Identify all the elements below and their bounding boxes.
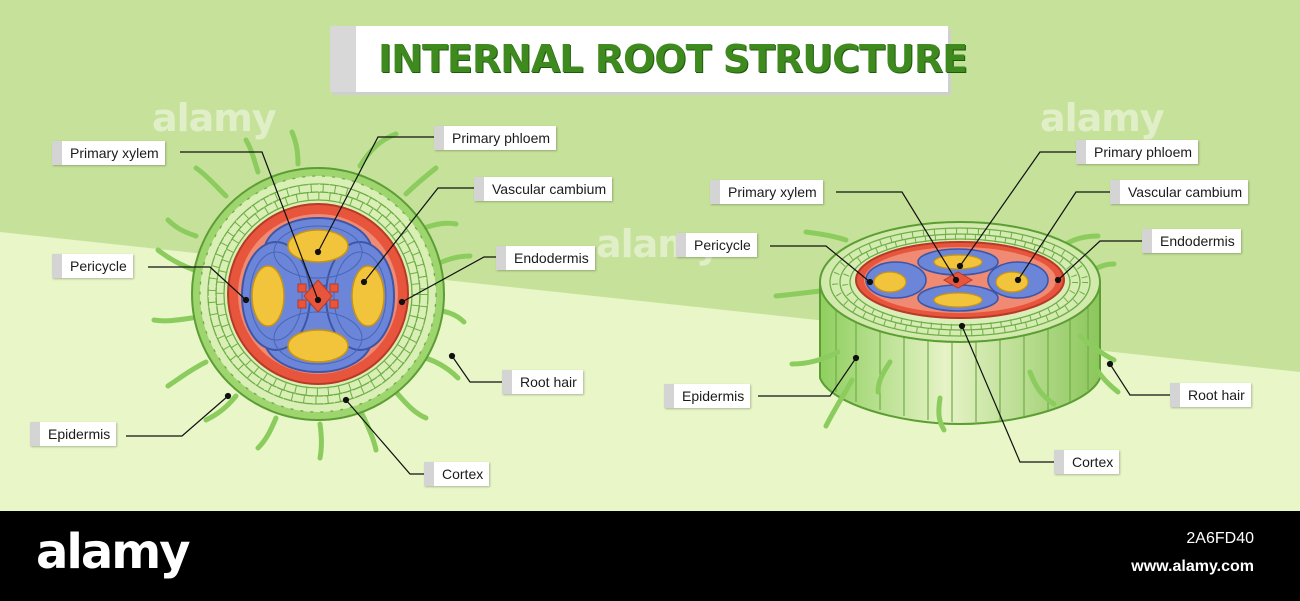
left-root-cross-section	[151, 129, 473, 461]
leader-left-root-hair	[451, 355, 502, 383]
right-root-hairs-front	[789, 333, 1121, 433]
label-right-vascular-cambium: Vascular cambium	[1110, 180, 1249, 204]
dot-right-epidermis	[852, 354, 860, 362]
dot-left-endodermis	[398, 298, 406, 306]
dot-right-primary-phloem	[956, 262, 964, 270]
title-banner: INTERNAL ROOT STRUCTURE	[330, 26, 968, 92]
leader-right-epidermis	[758, 357, 857, 397]
left-leader-lines	[126, 136, 502, 475]
left-primary-xylem	[297, 279, 339, 313]
label-left-pericycle: Pericycle	[52, 254, 133, 278]
dot-left-vascular-cambium	[360, 278, 368, 286]
left-primary-phloem	[251, 229, 385, 363]
leader-left-epidermis	[126, 395, 229, 437]
leader-right-pericycle	[770, 245, 871, 283]
watermark: alamy	[152, 96, 277, 140]
dot-left-root-hair	[448, 352, 456, 360]
page-title: INTERNAL ROOT STRUCTURE	[378, 37, 968, 81]
watermark: alamy	[1040, 96, 1165, 140]
label-left-primary-phloem: Primary phloem	[434, 126, 557, 150]
label-right-endodermis: Endodermis	[1142, 229, 1241, 253]
right-leader-lines	[758, 151, 1170, 463]
leader-left-endodermis	[401, 256, 496, 303]
leader-left-primary-phloem	[317, 136, 434, 253]
label-right-primary-phloem: Primary phloem	[1076, 140, 1199, 164]
dot-right-root-hair	[1106, 360, 1114, 368]
label-left-vascular-cambium: Vascular cambium	[474, 177, 613, 201]
label-left-cortex: Cortex	[424, 462, 490, 486]
leader-left-vascular-cambium	[363, 187, 474, 283]
leader-left-cortex	[345, 399, 424, 475]
dot-right-cortex	[958, 322, 966, 330]
leader-left-pericycle	[148, 266, 247, 301]
label-right-cortex: Cortex	[1054, 450, 1120, 474]
dot-left-epidermis	[224, 392, 232, 400]
leader-right-endodermis	[1057, 240, 1144, 281]
dot-left-cortex	[342, 396, 350, 404]
leader-right-cortex	[961, 325, 1056, 463]
dot-right-vascular-cambium	[1014, 276, 1022, 284]
dot-left-pericycle	[242, 296, 250, 304]
label-left-epidermis: Epidermis	[30, 422, 117, 446]
dot-right-endodermis	[1054, 276, 1062, 284]
leader-right-primary-phloem	[959, 151, 1078, 267]
footer-brand-logo: alamy	[36, 524, 191, 580]
leader-left-primary-xylem	[180, 151, 319, 301]
leader-right-vascular-cambium	[1017, 191, 1112, 281]
left-vascular-cells	[249, 225, 387, 365]
leader-right-root-hair	[1109, 363, 1170, 396]
title-tab	[330, 26, 356, 92]
label-right-root-hair: Root hair	[1170, 383, 1251, 407]
label-right-primary-xylem: Primary xylem	[710, 180, 823, 204]
dot-right-pericycle	[866, 278, 874, 286]
dot-left-primary-phloem	[314, 248, 322, 256]
footer-bar	[0, 511, 1300, 601]
leader-right-primary-xylem	[836, 191, 957, 281]
label-right-epidermis: Epidermis	[664, 384, 751, 408]
label-left-primary-xylem: Primary xylem	[52, 141, 165, 165]
footer-image-code: 2A6FD40	[1186, 530, 1254, 547]
right-root-3d-section	[773, 221, 1121, 433]
footer-url: www.alamy.com	[1131, 558, 1254, 575]
right-primary-phloem	[873, 254, 1029, 308]
label-left-root-hair: Root hair	[502, 370, 583, 394]
dot-left-primary-xylem	[314, 296, 322, 304]
dot-right-primary-xylem	[952, 276, 960, 284]
label-left-endodermis: Endodermis	[496, 246, 595, 270]
label-right-pericycle: Pericycle	[676, 233, 757, 257]
